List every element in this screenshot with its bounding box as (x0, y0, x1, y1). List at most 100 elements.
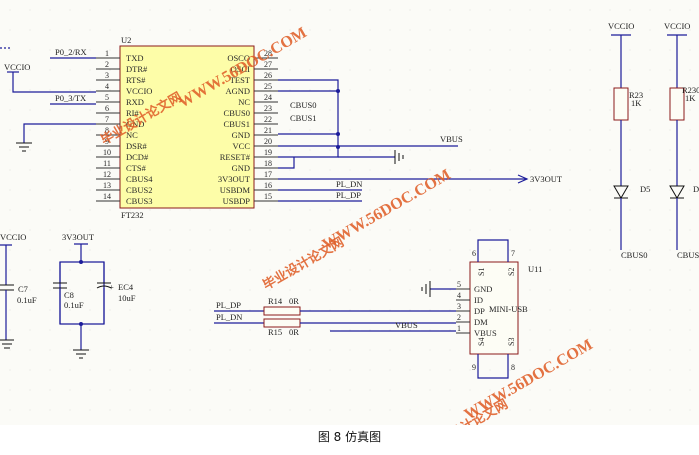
net-p03-tx: P0_3/TX (55, 93, 86, 103)
net-vbus-usb: VBUS (395, 320, 418, 330)
u11-part: MINI-USB (489, 304, 528, 314)
r230-value: 1K (685, 93, 696, 103)
u2-pin-name: GND (232, 130, 250, 140)
u11-num-6: 6 (472, 249, 476, 258)
r23-value: 1K (631, 98, 642, 108)
u2-right-nets: CBUS0 CBUS1 VBUS 3V3OUT PL_DN PL_DP (278, 79, 563, 202)
r14-value: 0R (289, 296, 299, 306)
u2-pin-name: GND (232, 163, 250, 173)
u11-pin-name: ID (474, 295, 483, 305)
u2-pin-name: CBUS1 (224, 119, 250, 129)
u2-pin-number: 12 (103, 170, 111, 179)
net-cbus1-u2: CBUS1 (290, 113, 316, 123)
u11-pin-number: 5 (457, 280, 461, 289)
u2-pin-name: VCC (233, 141, 251, 151)
c7-value: 0.1uF (17, 295, 37, 305)
u2-pin-number: 7 (105, 115, 109, 124)
r15-ref: R15 (268, 327, 282, 337)
u2-pin-number: 14 (103, 192, 111, 201)
net-3v3out-right: 3V3OUT (530, 174, 563, 184)
u2-pin-number: 13 (103, 181, 111, 190)
u2-pin-number: 1 (105, 49, 109, 58)
u11-pin-name: DP (474, 306, 485, 316)
u2-pin-name: OSCO (227, 53, 250, 63)
u2-body (119, 45, 255, 209)
u2-pin-name: AGND (225, 86, 250, 96)
u2-pin-name: TXD (126, 53, 143, 63)
ec4-ref: EC4 (118, 282, 134, 292)
u11-s4: S4 (477, 338, 486, 346)
ground-symbol-right (394, 150, 404, 164)
u2-pin-number: 20 (264, 137, 272, 146)
u2-pin-number: 4 (105, 82, 109, 91)
r23-body (613, 87, 629, 121)
u2-pin-number: 23 (264, 104, 272, 113)
u2-pin-number: 10 (103, 148, 111, 157)
u2-pin-number: 3 (105, 71, 109, 80)
u11-pin-number: 4 (457, 291, 461, 300)
u11-body (469, 261, 519, 355)
u11-pin-number: 3 (457, 302, 461, 311)
u2-pin-number: 2 (105, 60, 109, 69)
r14-body (263, 306, 301, 316)
u11-num-8: 8 (511, 363, 515, 372)
led-circuit-1: VCCIO R23 1K D5 CBUS0 (608, 21, 650, 260)
u2-pin-name: USBDP (223, 196, 251, 206)
u2-left-nets: P0_2/RX P0_3/TX VCCIO (0, 47, 96, 152)
u11-s1: S1 (477, 268, 486, 276)
resistors-usb: PL_DP R14 0R PL_DN R15 0R VBUS (214, 296, 456, 337)
u2-pin-name: RTS# (126, 75, 146, 85)
cap-c7: VCCIO C7 0.1uF (0, 232, 37, 349)
u11-pin-name: DM (474, 317, 488, 327)
net-pl-dp-r14: PL_DP (216, 300, 241, 310)
u2-pin-number: 5 (105, 93, 109, 102)
u2-pin-number: 17 (264, 170, 272, 179)
r230-ref: R230 (682, 85, 699, 95)
net-cbus0-led: CBUS0 (621, 250, 647, 260)
u11-pin-name: VBUS (474, 328, 497, 338)
u2-pin-number: 22 (264, 115, 272, 124)
u2-pin-number: 16 (264, 181, 272, 190)
u2-pin-name: DTR# (126, 64, 148, 74)
watermark-cn-2: 毕业设计论文网 (260, 234, 346, 292)
u2-pin-name: CBUS4 (126, 174, 153, 184)
u2-pin-number: 21 (264, 126, 272, 135)
u2-ref: U2 (121, 35, 131, 45)
u2-part-name: FT232 (121, 210, 144, 220)
cap-c8-ec4: 3V3OUT C8 0.1uF + EC4 10uF (53, 232, 136, 359)
u11-s3: S3 (507, 338, 516, 346)
u2-pin-name: CBUS0 (224, 108, 250, 118)
u11-pin-name: GND (474, 284, 492, 294)
u2-pin-name: 3V3OUT (218, 174, 251, 184)
u2-pin-name: NC (238, 97, 250, 107)
net-vccio-r23: VCCIO (608, 21, 634, 31)
net-vccio-c7: VCCIO (0, 232, 26, 242)
r14-ref: R14 (268, 296, 283, 306)
u2-pin-number: 24 (264, 93, 272, 102)
u11-num-7: 7 (511, 249, 515, 258)
u2-pin-number: 15 (264, 192, 272, 201)
u2-pin-name: CBUS3 (126, 196, 152, 206)
u2-pin-name: DCD# (126, 152, 149, 162)
u2-pin-name: GND (126, 119, 144, 129)
c8-ref: C8 (64, 290, 74, 300)
u2-pin-name: CTS# (126, 163, 147, 173)
r15-value: 0R (289, 327, 299, 337)
net-pl-dn-r15: PL_DN (216, 312, 242, 322)
net-vccio-r230: VCCIO (664, 21, 690, 31)
u2-pin-number: 11 (103, 159, 111, 168)
u2-pin-name: CBUS2 (126, 185, 152, 195)
u2-pin-name: DSR# (126, 141, 148, 151)
u2-pin-number: 26 (264, 71, 272, 80)
u2-pin-name: RESET# (220, 152, 251, 162)
u2-pin-number: 28 (264, 49, 272, 58)
u11-pin-number: 2 (457, 313, 461, 322)
u2-pin-number: 9 (105, 137, 109, 146)
u2-pin-name: TEST (230, 75, 251, 85)
ec4-value: 10uF (118, 293, 136, 303)
